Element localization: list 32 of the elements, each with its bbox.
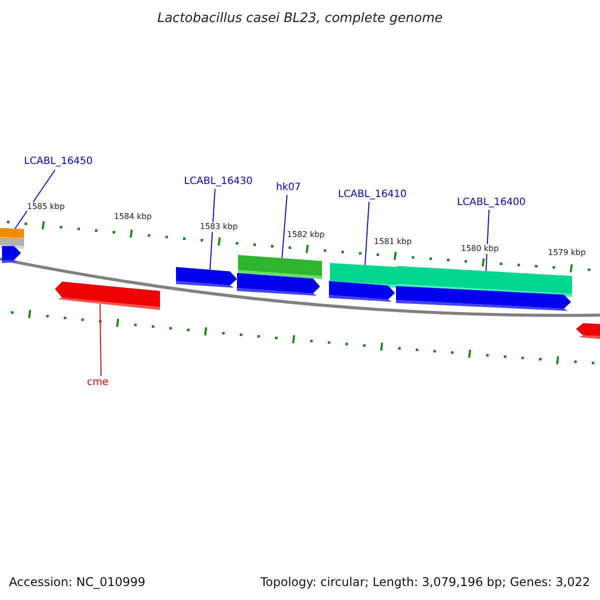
gene-feature — [330, 263, 397, 289]
gene-label: LCABL_16400 — [457, 196, 526, 209]
gene-label: hk07 — [276, 181, 301, 194]
gene-label: LCABL_16430 — [184, 175, 253, 188]
position-label: 1579 kbp — [548, 248, 586, 258]
leader-line — [282, 194, 288, 259]
gene-feature — [0, 228, 24, 242]
leader-line — [210, 188, 216, 270]
gene-feature — [576, 323, 600, 340]
gene-feature — [237, 273, 320, 298]
position-label: 1584 kbp — [114, 212, 152, 222]
gene-label: LCABL_16410 — [338, 188, 407, 201]
leader-line — [364, 202, 370, 266]
gene-label: cme — [87, 376, 108, 389]
gene-label: LCABL_16450 — [24, 155, 93, 168]
position-label: 1581 kbp — [374, 237, 412, 247]
gene-feature — [2, 246, 21, 264]
position-label: 1580 kbp — [461, 244, 499, 254]
gene-feature — [176, 267, 237, 290]
gene-feature — [396, 286, 571, 313]
genome-summary: Topology: circular; Length: 3,079,196 bp; Genes: 3,022 — [260, 574, 590, 591]
gene-feature — [329, 281, 395, 304]
position-label: 1582 kbp — [287, 230, 325, 240]
position-label: 1585 kbp — [27, 202, 65, 212]
leader-line — [100, 304, 102, 376]
leader-line — [14, 170, 56, 230]
gene-feature — [238, 255, 322, 280]
accession-text: Accession: NC_010999 — [9, 574, 146, 591]
position-label: 1583 kbp — [200, 222, 238, 232]
gene-feature — [397, 266, 572, 298]
diagram-title: Lactobacillus casei BL23, complete genome — [156, 10, 444, 28]
gene-feature — [55, 281, 160, 311]
